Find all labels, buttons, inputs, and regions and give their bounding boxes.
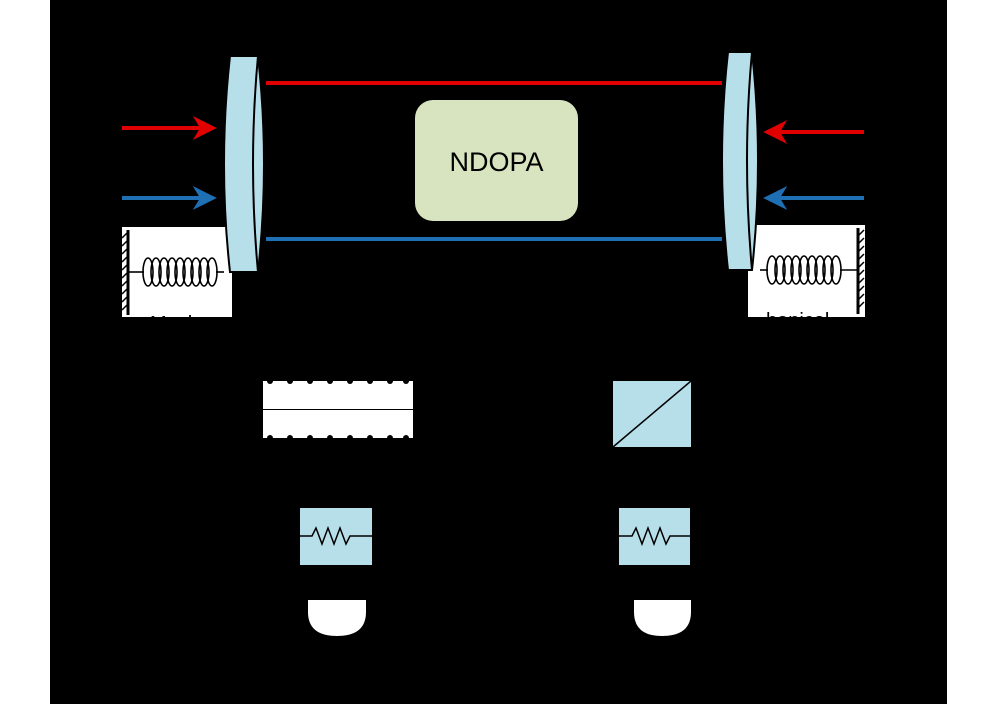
right-resistor-icon [619,525,690,547]
left-resistor-icon [300,525,372,547]
ndopa-label: NDOPA [449,147,543,177]
right-beam-splitter [612,380,692,448]
right-detector-icon [634,600,691,636]
right-resistor-component [619,508,690,565]
left-beam-coupler [263,378,413,441]
left-detector-icon [308,600,366,636]
left-resistor-component [300,508,372,565]
right-mirror [721,51,759,271]
left-mirror [223,55,265,273]
right-spring-icon [760,255,858,285]
left-mechanical-oscillator: Mechan [121,227,232,335]
ndopa-box: NDOPA [415,100,578,221]
left-spring-icon [128,257,224,287]
right-mechanical-oscillator: hanical [748,225,865,332]
label-clip-mask [100,318,900,348]
